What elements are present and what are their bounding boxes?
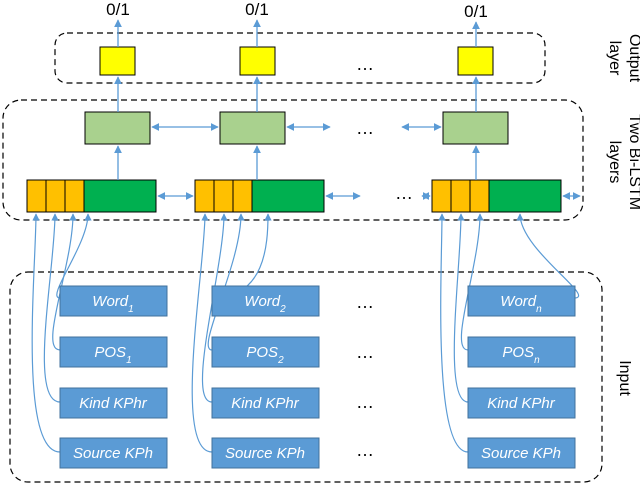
- ellipsis-upper-lstm: …: [356, 118, 374, 138]
- output-label-2: 0/1: [245, 0, 269, 19]
- input-layer-label: Input: [616, 360, 633, 396]
- lower-lstm-feature-nc: [469, 179, 490, 213]
- connector-pos-1: [52, 213, 77, 351]
- upper-lstm-cell-2: [219, 111, 286, 145]
- upper-lstm-cell-1: [84, 111, 151, 145]
- input-source-label-1: Source KPh: [73, 445, 153, 462]
- input-source-box-2: [211, 437, 320, 469]
- input-layer-group: [9, 271, 603, 483]
- output-box-n: [457, 46, 494, 76]
- input-kind-label-n: Kind KPhr: [487, 395, 556, 412]
- ellipsis-pos: …: [356, 342, 374, 362]
- output-box-1: [99, 46, 136, 76]
- lower-lstm-feature-na: [431, 179, 452, 213]
- bilstm-layer-group: [2, 99, 584, 221]
- input-word-label-n: Wordn: [500, 293, 542, 315]
- bilstm-label-line2: layers: [606, 141, 623, 184]
- output-layer-group: [54, 32, 546, 84]
- input-kind-label-2: Kind KPhr: [231, 395, 300, 412]
- input-source-box-1: [59, 437, 168, 469]
- input-pos-box-n: [467, 336, 576, 368]
- input-pos-label-2: POS2: [246, 344, 284, 366]
- input-source-label-2: Source KPh: [225, 445, 305, 462]
- output-layer-label-line2: layer: [606, 41, 623, 76]
- connector-pos-2: [207, 213, 245, 351]
- lower-lstm-feature-1c: [64, 179, 85, 213]
- lower-lstm-feature-2a: [194, 179, 215, 213]
- input-pos-box-2: [211, 336, 320, 368]
- input-kind-box-2: [211, 387, 320, 419]
- input-kind-box-1: [59, 387, 168, 419]
- ellipsis-lower-lstm: …: [395, 183, 413, 203]
- connector-word-1: [56, 213, 92, 299]
- input-pos-label-n: POSn: [502, 344, 540, 366]
- input-pos-box-1: [59, 336, 168, 368]
- connector-word-n: [516, 213, 580, 299]
- input-word-box-2: [211, 285, 320, 317]
- ellipsis-output: …: [356, 54, 374, 74]
- lower-lstm-feature-2c: [232, 179, 253, 213]
- input-kind-box-n: [467, 387, 576, 419]
- output-label-n: 0/1: [464, 2, 488, 21]
- input-word-box-n: [467, 285, 576, 317]
- connector-source-2: [191, 213, 213, 453]
- lower-lstm-embedding-1: [83, 179, 157, 213]
- connector-kind-n: [453, 213, 469, 403]
- output-box-2: [239, 46, 276, 76]
- output-layer-label-line1: Output: [626, 34, 640, 83]
- input-source-box-n: [467, 437, 576, 469]
- input-word-label-2: Word2: [244, 293, 286, 315]
- input-kind-label-1: Kind KPhr: [79, 395, 148, 412]
- lower-lstm-feature-1b: [45, 179, 66, 213]
- lower-lstm-feature-1a: [26, 179, 47, 213]
- lower-lstm-embedding-2: [251, 179, 325, 213]
- input-pos-label-1: POS1: [94, 344, 131, 366]
- connector-source-n: [438, 213, 469, 453]
- ellipsis-kind: …: [356, 392, 374, 412]
- connector-kind-2: [201, 213, 228, 403]
- ellipsis-source: …: [356, 440, 374, 460]
- lower-lstm-embedding-n: [488, 179, 562, 213]
- lower-lstm-feature-2b: [213, 179, 234, 213]
- connector-kind-1: [43, 213, 61, 403]
- input-word-box-1: [59, 285, 168, 317]
- upper-lstm-cell-n: [442, 111, 509, 145]
- connector-pos-n: [460, 213, 484, 351]
- ellipsis-word: …: [356, 292, 374, 312]
- input-word-label-1: Word1: [92, 293, 133, 315]
- bilstm-label-line1: Two Bi-LSTM: [626, 114, 640, 210]
- lower-lstm-feature-nb: [450, 179, 471, 213]
- connector-source-1: [31, 213, 61, 453]
- output-label-1: 0/1: [106, 0, 130, 19]
- input-source-label-n: Source KPh: [481, 445, 561, 462]
